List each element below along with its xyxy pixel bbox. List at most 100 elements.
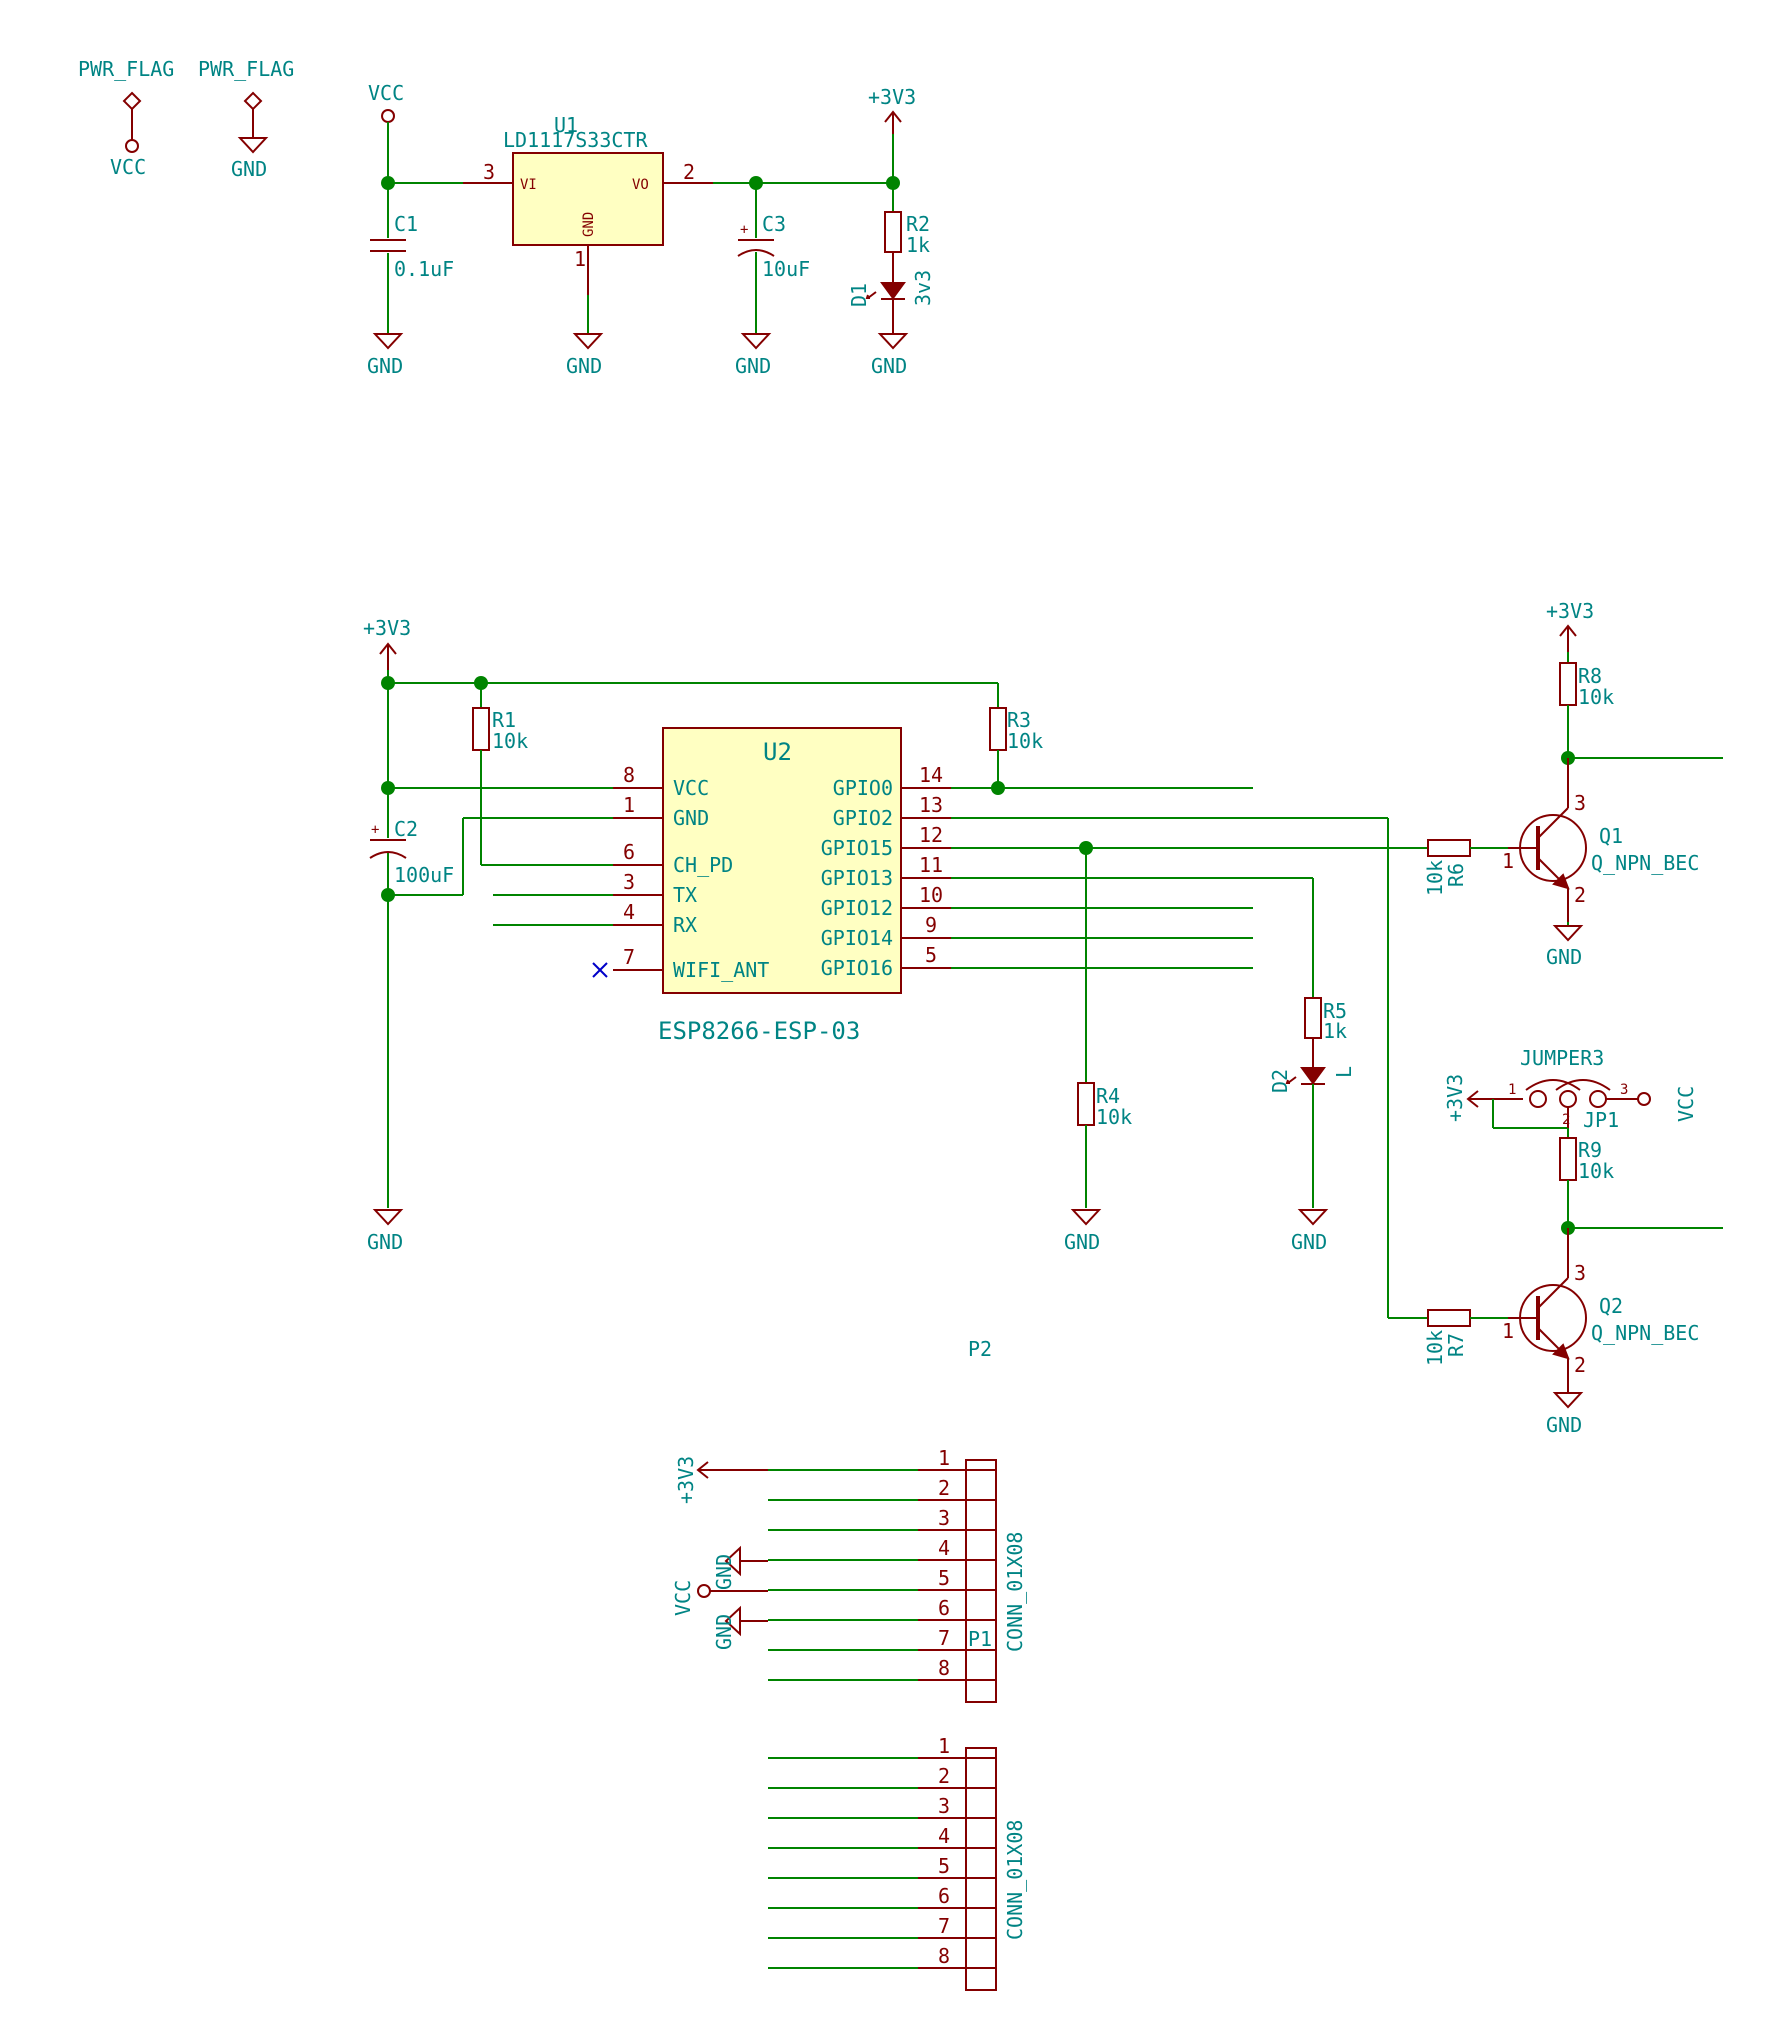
p2-pin-7-num: 7 bbox=[938, 1914, 950, 1938]
u1-pin-gnd: GND bbox=[581, 212, 597, 237]
r7-value: 10k bbox=[1423, 1330, 1447, 1366]
u2-pin-gpio16: GPIO16 bbox=[821, 956, 893, 980]
p2-pin-1-num: 1 bbox=[938, 1734, 950, 1758]
jp-pin1: 1 bbox=[1508, 1082, 1516, 1098]
u2-pin-tx-num: 3 bbox=[623, 870, 635, 894]
p1-vcc-label: VCC bbox=[671, 1580, 695, 1616]
p1-p3v3-label: +3V3 bbox=[674, 1456, 698, 1504]
pwr-flag-1-label: PWR_FLAG bbox=[78, 57, 174, 81]
u2-pin-rx: RX bbox=[673, 913, 697, 937]
r4-value: 10k bbox=[1096, 1105, 1132, 1129]
jp-pin3: 3 bbox=[1620, 1082, 1628, 1098]
vcc-label-top: VCC bbox=[368, 81, 404, 105]
q2-ref: Q2 bbox=[1599, 1294, 1623, 1318]
u2-pin-chpd: CH_PD bbox=[673, 853, 733, 877]
u2-pin-gpio15-num: 12 bbox=[919, 823, 943, 847]
d1-value: 3v3 bbox=[911, 270, 935, 306]
u2-pin-gpio16-num: 5 bbox=[925, 943, 937, 967]
c3-value: 10uF bbox=[762, 257, 810, 281]
q1-ref: Q1 bbox=[1599, 824, 1623, 848]
r9-value: 10k bbox=[1578, 1159, 1614, 1183]
u2-pin-chpd-num: 6 bbox=[623, 840, 635, 864]
c3-ref: C3 bbox=[762, 212, 786, 236]
u2-pin-gpio14: GPIO14 bbox=[821, 926, 893, 950]
p1-pin-3-num: 3 bbox=[938, 1506, 950, 1530]
u2-body bbox=[662, 727, 902, 994]
p2-ref: P2 bbox=[968, 1337, 992, 1361]
q2-pin-c: 3 bbox=[1574, 1261, 1586, 1285]
c1-ref: C1 bbox=[394, 212, 418, 236]
p3v3-label-q1: +3V3 bbox=[1546, 599, 1594, 623]
r7-ref: R7 bbox=[1444, 1333, 1468, 1357]
d2-ref: D2 bbox=[1268, 1069, 1292, 1093]
u2-pin-vcc-num: 8 bbox=[623, 763, 635, 787]
esp-section: +3V3 R1 10k R3 10k + C2 100uF bbox=[363, 616, 1428, 1319]
q2-gnd-label: GND bbox=[1546, 1413, 1582, 1437]
d2-value: L bbox=[1332, 1066, 1356, 1078]
c2-value: 100uF bbox=[394, 863, 454, 887]
u2-pin-gpio12: GPIO12 bbox=[821, 896, 893, 920]
p1-pin-4-num: 4 bbox=[938, 1536, 950, 1560]
r3-ref: R3 bbox=[1007, 708, 1031, 732]
u2-pin-gpio2-num: 13 bbox=[919, 793, 943, 817]
p3v3-label-jp: +3V3 bbox=[1443, 1074, 1467, 1122]
u1-pin-vi: VI bbox=[520, 177, 537, 193]
u2-pin-gnd: GND bbox=[673, 806, 709, 830]
u2-pin-gpio12-num: 10 bbox=[919, 883, 943, 907]
p2-pin-3-num: 3 bbox=[938, 1794, 950, 1818]
u2-pin-gpio0-num: 14 bbox=[919, 763, 943, 787]
p1-pin-1-num: 1 bbox=[938, 1446, 950, 1470]
p2-pin-2-num: 2 bbox=[938, 1764, 950, 1788]
r4-ref: R4 bbox=[1096, 1084, 1120, 1108]
r2-ref: R2 bbox=[906, 212, 930, 236]
u1-pin-gnd-num: 1 bbox=[574, 247, 586, 271]
pwr-flag-2-label: PWR_FLAG bbox=[198, 57, 294, 81]
q2-pin-e: 2 bbox=[1574, 1353, 1586, 1377]
u1-pin-vo: VO bbox=[632, 177, 649, 193]
r6-ref: R6 bbox=[1444, 863, 1468, 887]
r4-gnd-label: GND bbox=[1064, 1230, 1100, 1254]
q1-value: Q_NPN_BEC bbox=[1591, 851, 1699, 875]
jumper-ref: JP1 bbox=[1583, 1108, 1619, 1132]
u1-pin-vi-num: 3 bbox=[483, 160, 495, 184]
jumper-value: JUMPER3 bbox=[1520, 1046, 1604, 1070]
u1-ref: U1 bbox=[554, 113, 578, 137]
p1-pin-5-num: 5 bbox=[938, 1566, 950, 1590]
p1-pin-6-num: 6 bbox=[938, 1596, 950, 1620]
p1-gnd-label-1: GND bbox=[712, 1554, 736, 1590]
u1-value: LD1117S33CTR bbox=[503, 128, 648, 152]
u2-pin-tx: TX bbox=[673, 883, 697, 907]
p2-pin-4-num: 4 bbox=[938, 1824, 950, 1848]
p1-pin-7-num: 7 bbox=[938, 1626, 950, 1650]
c2-ref: C2 bbox=[394, 817, 418, 841]
u2-pin-gpio0: GPIO0 bbox=[833, 776, 893, 800]
vcc-label-jp: VCC bbox=[1674, 1086, 1698, 1122]
u1-pin-vo-num: 2 bbox=[683, 160, 695, 184]
c2-gnd-label: GND bbox=[367, 1230, 403, 1254]
u2-pin-gpio13: GPIO13 bbox=[821, 866, 893, 890]
p1-gnd-label-2: GND bbox=[712, 1614, 736, 1650]
p1-pin-2-num: 2 bbox=[938, 1476, 950, 1500]
u2-pin-wifi: WIFI_ANT bbox=[673, 958, 769, 982]
u2-pin-gpio15: GPIO15 bbox=[821, 836, 893, 860]
p1-ref: P1 bbox=[968, 1627, 992, 1651]
svg-text:+: + bbox=[371, 822, 379, 838]
q2-section: +3V3 JUMPER3 VCC 1 2 3 JP1 R9 10k 10k bbox=[1423, 1046, 1723, 1437]
u2-pin-rx-num: 4 bbox=[623, 900, 635, 924]
u2-value: ESP8266-ESP-03 bbox=[658, 1017, 860, 1045]
p1-value: CONN_01X08 bbox=[1003, 1532, 1027, 1652]
jp-pin2: 2 bbox=[1562, 1112, 1570, 1128]
svg-text:+: + bbox=[740, 222, 748, 238]
u2-pin-wifi-num: 7 bbox=[623, 945, 635, 969]
r5-value: 1k bbox=[1323, 1019, 1347, 1043]
u2-pin-gpio13-num: 11 bbox=[919, 853, 943, 877]
d1-ref: D1 bbox=[847, 283, 871, 307]
d1-gnd-label: GND bbox=[871, 354, 907, 378]
p2-pin-8-num: 8 bbox=[938, 1944, 950, 1968]
r8-ref: R8 bbox=[1578, 664, 1602, 688]
pwr-flag-2-net: GND bbox=[231, 157, 267, 181]
p2-value: CONN_01X08 bbox=[1003, 1820, 1027, 1940]
r3-value: 10k bbox=[1007, 729, 1043, 753]
